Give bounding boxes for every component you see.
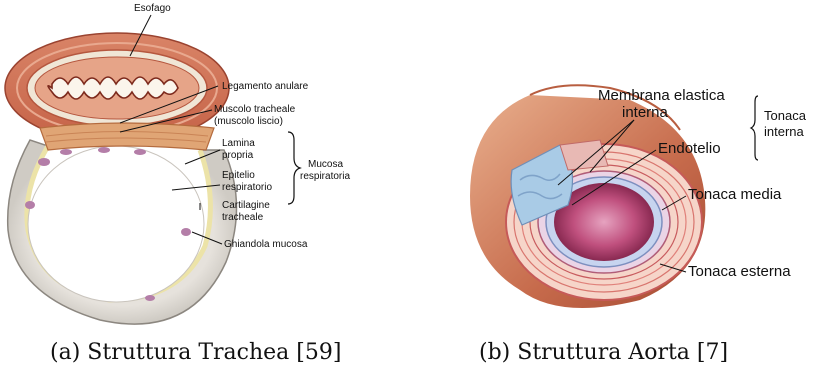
label-tonaca-interna-2: interna — [764, 124, 805, 139]
aorta-diagram: Membrana elastica interna Endotelio Tona… — [470, 85, 807, 308]
label-cartilagine-2: tracheale — [222, 212, 264, 223]
caption-b: (b) Struttura Aorta [7] — [479, 340, 728, 365]
label-tonaca-esterna: Tonaca esterna — [688, 263, 791, 280]
label-mucosa-1: Mucosa — [308, 159, 343, 170]
label-membrana-elastica-2: interna — [622, 104, 669, 121]
aorta-illustration — [470, 85, 705, 308]
label-ghiandola-mucosa: Ghiandola mucosa — [224, 239, 308, 250]
label-endotelio: Endotelio — [658, 140, 721, 157]
label-muscolo-tracheale-2: (muscolo liscio) — [214, 116, 283, 127]
label-tonaca-media: Tonaca media — [688, 186, 782, 203]
label-lamina-2: propria — [222, 150, 254, 161]
tonaca-interna-brace — [751, 96, 758, 160]
mucosa-brace — [288, 132, 300, 204]
label-legamento-anulare: Legamento anulare — [222, 81, 309, 92]
label-esofago: Esofago — [134, 3, 171, 14]
trachea-diagram: Esofago Legamento anulare Muscolo trache… — [5, 3, 350, 324]
label-epitelio-1: Epitelio — [222, 170, 255, 181]
label-epitelio-2: respiratorio — [222, 182, 272, 193]
label-muscolo-tracheale-1: Muscolo tracheale — [214, 104, 296, 115]
label-tonaca-interna-1: Tonaca — [764, 108, 807, 123]
caption-a: (a) Struttura Trachea [59] — [50, 340, 341, 365]
label-cartilagine-1: Cartilagine — [222, 200, 270, 211]
label-membrana-elastica-1: Membrana elastica — [598, 87, 725, 104]
label-mucosa-2: respiratoria — [300, 171, 350, 182]
label-lamina-1: Lamina — [222, 138, 255, 149]
trachea-ring-illustration — [8, 123, 237, 324]
